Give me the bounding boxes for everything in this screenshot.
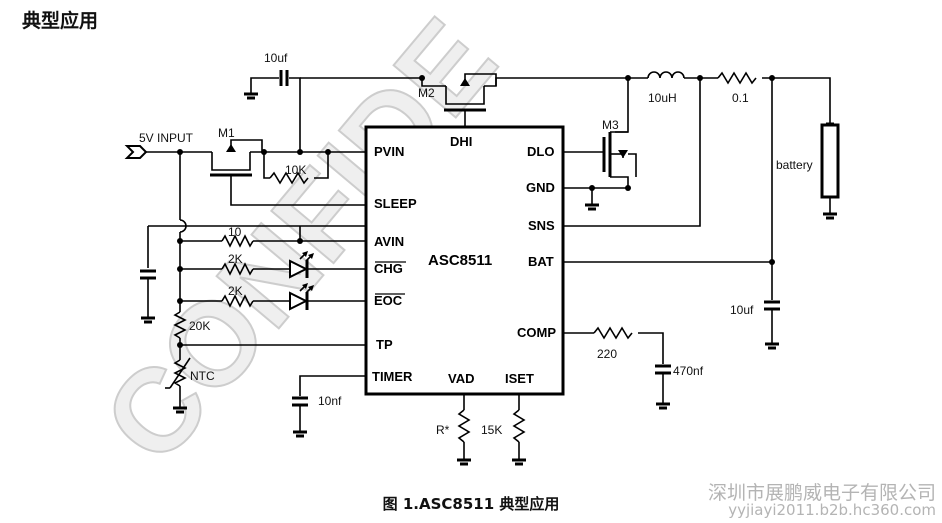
ground-icon [457, 458, 471, 466]
ground-icon [293, 430, 307, 438]
m2-label: M2 [418, 86, 435, 100]
pin-sns: SNS [528, 218, 555, 233]
input-label: 5V INPUT [139, 131, 194, 145]
company-watermark: 深圳市展鹏威电子有限公司 [707, 482, 936, 504]
resistor-iset-icon [512, 409, 526, 443]
r-sense-label: 0.1 [732, 91, 749, 105]
pin-avin: AVIN [374, 234, 404, 249]
pin-chg: CHG [374, 261, 403, 276]
c-boot-label: 10uf [264, 51, 288, 65]
r-avin-label: 10 [228, 225, 242, 239]
page-title: 典型应用 [22, 10, 99, 32]
figure-caption: 图 1.ASC8511 典型应用 [382, 495, 560, 513]
led-chg-icon [289, 251, 314, 279]
inductor-label: 10uH [648, 91, 677, 105]
r-tp-label: 20K [189, 319, 210, 333]
pin-sleep: SLEEP [374, 196, 417, 211]
battery-label: battery [776, 158, 813, 172]
ground-icon [173, 406, 187, 414]
ground-icon [765, 342, 779, 350]
pin-bat: BAT [528, 254, 554, 269]
resistor-sense-icon [717, 71, 757, 85]
led-eoc-icon [289, 283, 314, 311]
pin-timer: TIMER [372, 369, 413, 384]
ground-icon [244, 92, 258, 100]
asc8511-chip [364, 125, 565, 396]
chip-name: ASC8511 [428, 252, 492, 269]
resistor-chg-icon [221, 262, 254, 276]
mosfet-m2-icon [421, 73, 497, 127]
m3-label: M3 [602, 118, 619, 132]
resistor-eoc-icon [221, 294, 254, 308]
r-comp-label: 220 [597, 347, 617, 361]
c-comp-label: 470nf [673, 364, 704, 378]
ground-icon [141, 316, 155, 324]
pin-eoc: EOC [374, 293, 403, 308]
ground-icon [656, 402, 670, 410]
r-vad-label: R* [436, 423, 450, 437]
m1-label: M1 [218, 126, 235, 140]
ground-icon [823, 212, 837, 220]
thermistor-ntc-icon [173, 359, 187, 387]
r-chg-label: 2K [228, 252, 243, 266]
pin-vad: VAD [448, 371, 474, 386]
r-eoc-label: 2K [228, 284, 243, 298]
c-timer-label: 10nf [318, 394, 342, 408]
pin-comp: COMP [517, 325, 556, 340]
url-watermark: yyjiayi2011.b2b.hc360.com [728, 501, 936, 519]
resistor-10k-icon [269, 171, 309, 185]
r-iset-label: 15K [481, 423, 502, 437]
resistor-220-icon [593, 326, 633, 340]
ntc-label: NTC [190, 369, 215, 383]
pin-gnd: GND [526, 180, 555, 195]
r-sleep-label: 10K [285, 163, 306, 177]
pin-iset: ISET [505, 371, 534, 386]
mosfet-m3-icon [602, 131, 637, 188]
ground-icon [512, 458, 526, 466]
c-bat-label: 10uf [730, 303, 754, 317]
pin-dhi: DHI [450, 134, 472, 149]
resistor-20k-icon [173, 311, 187, 339]
resistor-avin-icon [221, 234, 254, 248]
pin-tp: TP [376, 337, 393, 352]
resistor-vad-icon [457, 409, 471, 443]
mosfet-m1-icon [210, 139, 263, 198]
input-terminal-icon [124, 145, 148, 159]
pin-dlo: DLO [527, 144, 554, 159]
battery-icon [820, 123, 840, 199]
pin-pvin: PVIN [374, 144, 404, 159]
ground-icon [585, 203, 599, 211]
inductor-icon [647, 71, 685, 79]
